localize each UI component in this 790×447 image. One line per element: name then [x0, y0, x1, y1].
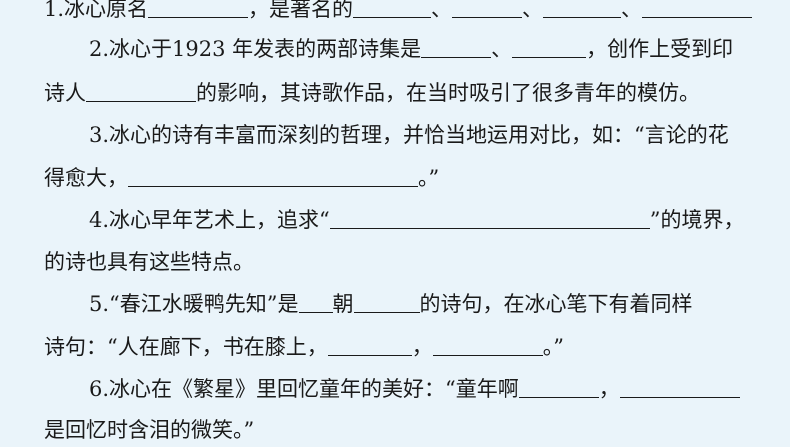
q1-blank-3[interactable]: [452, 0, 523, 18]
q1-text-c: 、: [431, 0, 453, 21]
q5-text-b: 朝: [332, 292, 354, 316]
q4-text-b: ”的境界，: [649, 208, 745, 232]
q2-blank-3[interactable]: [86, 81, 196, 102]
q6-blank-2[interactable]: [619, 377, 740, 398]
q2-text-e: 的影响，其诗歌作品，在当时吸引了很多青年的模仿。: [196, 81, 700, 105]
question-5-line-1: 5.“春江水暖鸭先知”是 朝 的诗句，在冰心笔下有着同样: [89, 289, 693, 319]
q6-blank-1[interactable]: [518, 377, 599, 398]
q1-blank-1[interactable]: [148, 0, 249, 18]
q2-blank-2[interactable]: [512, 37, 587, 58]
question-3-line-1: 3.冰心的诗有丰富而深刻的哲理，并恰当地运用对比，如：“言论的花: [89, 120, 729, 150]
question-2-line-1: 2.冰心于1923 年发表的两部诗集是 、 ，创作上受到印: [89, 34, 733, 64]
q1-blank-4[interactable]: [543, 0, 622, 18]
q1-blank-2[interactable]: [353, 0, 432, 18]
q1-text-a: 1.冰心原名: [44, 0, 149, 21]
q6-text-c: 是回忆时含泪的微笑。”: [44, 418, 255, 442]
q6-text-a: 6.冰心在《繁星》里回忆童年的美好：“童年啊: [89, 377, 519, 401]
q5-text-d: 诗句：“人在廊下，书在膝上，: [44, 335, 328, 359]
q3-text-c: 。”: [418, 166, 440, 190]
q2-text-a: 2.冰心于1923 年发表的两部诗集是: [89, 37, 422, 61]
q6-text-b: ，: [598, 377, 620, 401]
question-6-line-2: 是回忆时含泪的微笑。”: [44, 415, 254, 445]
q2-text-d: 诗人: [44, 81, 86, 105]
question-5-line-2: 诗句：“人在廊下，书在膝上， ， 。”: [44, 332, 564, 362]
q5-blank-4[interactable]: [432, 335, 543, 356]
q2-text-c: ，创作上受到印: [586, 37, 734, 61]
q5-text-e: ，: [411, 335, 433, 359]
q1-text-e: 、: [621, 0, 643, 21]
q1-text-b: ，是著名的: [248, 0, 354, 21]
q1-blank-5[interactable]: [642, 0, 753, 18]
q5-text-c: 的诗句，在冰心笔下有着同样: [419, 292, 693, 316]
question-2-line-2: 诗人 的影响，其诗歌作品，在当时吸引了很多青年的模仿。: [44, 78, 700, 108]
q4-text-c: 的诗也具有这些特点。: [44, 250, 254, 274]
q1-text-d: 、: [522, 0, 544, 21]
q3-blank-1[interactable]: [128, 166, 418, 187]
q4-blank-1[interactable]: [329, 208, 650, 229]
q2-blank-1[interactable]: [421, 37, 492, 58]
q5-blank-3[interactable]: [327, 335, 412, 356]
q5-blank-2[interactable]: [353, 292, 420, 313]
q3-text-b: 得愈大，: [44, 166, 128, 190]
q4-text-a: 4.冰心早年艺术上，追求“: [89, 208, 330, 232]
q5-blank-1[interactable]: [298, 292, 333, 313]
q3-text-a: 3.冰心的诗有丰富而深刻的哲理，并恰当地运用对比，如：“言论的花: [89, 123, 729, 147]
question-3-line-2: 得愈大， 。”: [44, 163, 439, 193]
q5-text-a: 5.“春江水暖鸭先知”是: [89, 292, 299, 316]
question-4-line-2: 的诗也具有这些特点。: [44, 247, 254, 277]
q5-text-f: 。”: [542, 335, 564, 359]
q2-text-b: 、: [491, 37, 513, 61]
question-1-line-1: 1.冰心原名 ，是著名的 、 、 、: [44, 0, 753, 24]
question-4-line-1: 4.冰心早年艺术上，追求“ ”的境界，: [89, 205, 745, 235]
question-6-line-1: 6.冰心在《繁星》里回忆童年的美好：“童年啊 ，: [89, 374, 740, 404]
